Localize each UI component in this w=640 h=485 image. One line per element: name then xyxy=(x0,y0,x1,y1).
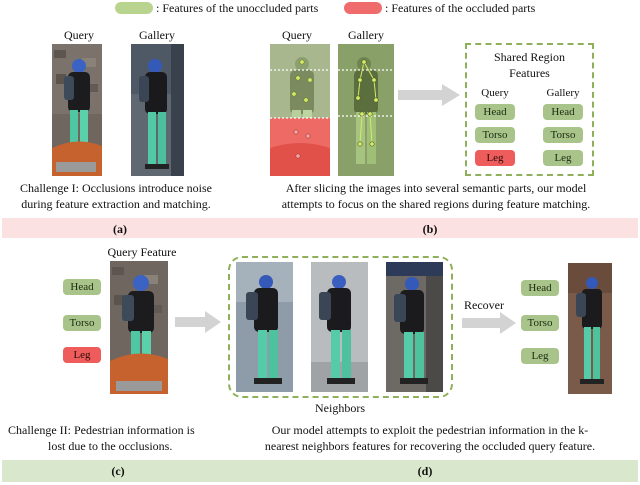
panel-a-caption-line2: during feature extraction and matching. xyxy=(4,197,228,211)
neighbors-label: Neighbors xyxy=(300,401,380,415)
shared-gallery-torso: Torso xyxy=(543,127,583,143)
gallery-image xyxy=(131,44,184,176)
shared-query-torso: Torso xyxy=(475,127,515,143)
legend-occluded-label: : Features of the occluded parts xyxy=(385,1,535,15)
recover-arrow xyxy=(462,312,516,334)
panel-c-title: Query Feature xyxy=(92,245,192,259)
query-feature-image xyxy=(110,261,168,394)
neighbor-image-3 xyxy=(386,262,443,392)
panel-b-query-label: Query xyxy=(282,28,312,42)
top-label-band xyxy=(2,218,638,238)
query-feature-leg: Leg xyxy=(63,347,101,363)
query-image-occluded xyxy=(52,44,102,176)
recovered-leg: Leg xyxy=(521,348,559,364)
panel-d-caption-line1: Our model attempts to exploit the pedest… xyxy=(228,423,632,437)
recover-label: Recover xyxy=(456,298,512,312)
query-feature-head: Head xyxy=(63,279,101,295)
panel-a-gallery-label: Gallery xyxy=(139,28,175,42)
panel-b-caption-line1: After slicing the images into several se… xyxy=(236,181,636,195)
panel-c-tag: (c) xyxy=(98,464,138,478)
recovered-query-image xyxy=(568,263,612,394)
shared-region-title-line1: Shared Region xyxy=(467,50,592,64)
panel-a-caption-line1: Challenge I: Occlusions introduce noise xyxy=(4,181,228,195)
shared-query-head: Head xyxy=(475,104,515,120)
panel-a-tag: (a) xyxy=(100,222,140,236)
panel-c-caption-line2: lost due to the occlusions. xyxy=(48,439,248,453)
shared-region-title-line2: Features xyxy=(467,66,592,80)
arrow-to-neighbors xyxy=(175,311,221,333)
panel-d-tag: (d) xyxy=(405,464,445,478)
recovered-torso: Torso xyxy=(521,315,559,331)
neighbor-image-2 xyxy=(311,262,368,392)
shared-col-query-label: Query xyxy=(472,87,518,100)
neighbor-image-1 xyxy=(236,262,293,392)
recovered-head: Head xyxy=(521,280,559,296)
query-image-sliced xyxy=(270,44,330,176)
panel-b-gallery-label: Gallery xyxy=(348,28,384,42)
shared-col-gallery-label: Gallery xyxy=(540,87,586,100)
shared-gallery-leg: Leg xyxy=(543,150,583,166)
shared-query-leg: Leg xyxy=(475,150,515,166)
query-feature-torso: Torso xyxy=(63,315,101,331)
panel-b-caption-line2: attempts to focus on the shared regions … xyxy=(236,197,636,211)
panel-d-caption-line2: nearest neighbors features for recoverin… xyxy=(228,439,632,453)
legend-occluded-swatch xyxy=(344,2,382,14)
panel-b-tag: (b) xyxy=(410,222,450,236)
panel-c-caption-line1: Challenge II: Pedestrian information is xyxy=(8,423,238,437)
shared-gallery-head: Head xyxy=(543,104,583,120)
gallery-image-sliced xyxy=(338,44,394,176)
arrow-to-shared-features xyxy=(398,82,460,108)
legend-unoccluded-swatch xyxy=(115,2,153,14)
panel-a-query-label: Query xyxy=(64,28,94,42)
legend-unoccluded-label: : Features of the unoccluded parts xyxy=(156,1,318,15)
